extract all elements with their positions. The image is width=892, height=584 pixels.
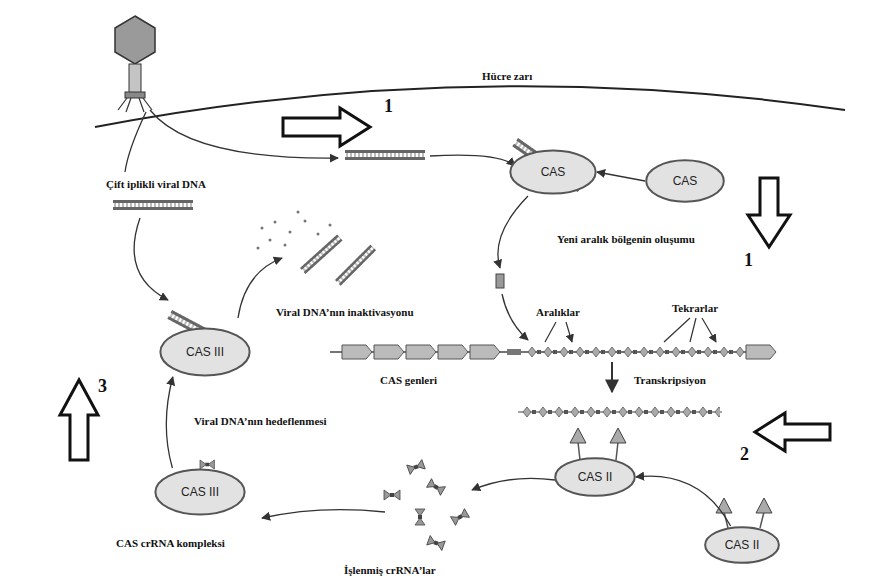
- cas-protein: CAS III: [154, 468, 246, 516]
- cas-protein: CAS: [645, 159, 725, 203]
- annotation-label: Çift iplikli viral DNA: [106, 178, 206, 191]
- callout-number: 3: [98, 376, 107, 398]
- annotation-label: Transkripsiyon: [634, 374, 706, 387]
- protein-label: CAS III: [159, 345, 251, 359]
- cas-protein: CAS II: [554, 457, 636, 497]
- annotation-label: CAS genleri: [380, 374, 437, 387]
- protein-label: CAS II: [554, 470, 636, 484]
- cas-protein: CAS II: [704, 526, 780, 564]
- annotation-label: Aralıklar: [536, 306, 580, 319]
- protein-label: CAS II: [704, 538, 780, 552]
- callout-number: 2: [740, 444, 749, 466]
- protein-label: CAS: [509, 165, 597, 179]
- annotation-label: Yeni aralık bölgenin oluşumu: [557, 233, 695, 246]
- annotation-label: Viral DNA’nın inaktivasyonu: [276, 306, 414, 319]
- callout-number: 1: [384, 96, 393, 118]
- protein-label: CAS III: [154, 485, 246, 499]
- callout-number: 1: [744, 250, 753, 272]
- flow-arrow: [636, 476, 731, 526]
- cas-protein: CAS III: [159, 327, 251, 377]
- annotation-label: Hücre zarı: [482, 70, 532, 83]
- annotation-label: CAS crRNA kompleksi: [116, 537, 225, 550]
- cas-protein: CAS: [509, 149, 597, 195]
- annotation-label: İşlenmiş crRNA’lar: [344, 564, 436, 577]
- flow-arrow: [597, 172, 645, 181]
- flow-arrow: [166, 377, 173, 468]
- protein-label: CAS: [645, 174, 725, 188]
- annotation-label: Tekrarlar: [672, 302, 718, 315]
- annotation-label: Viral DNA’nın hedeflenmesi: [194, 415, 327, 428]
